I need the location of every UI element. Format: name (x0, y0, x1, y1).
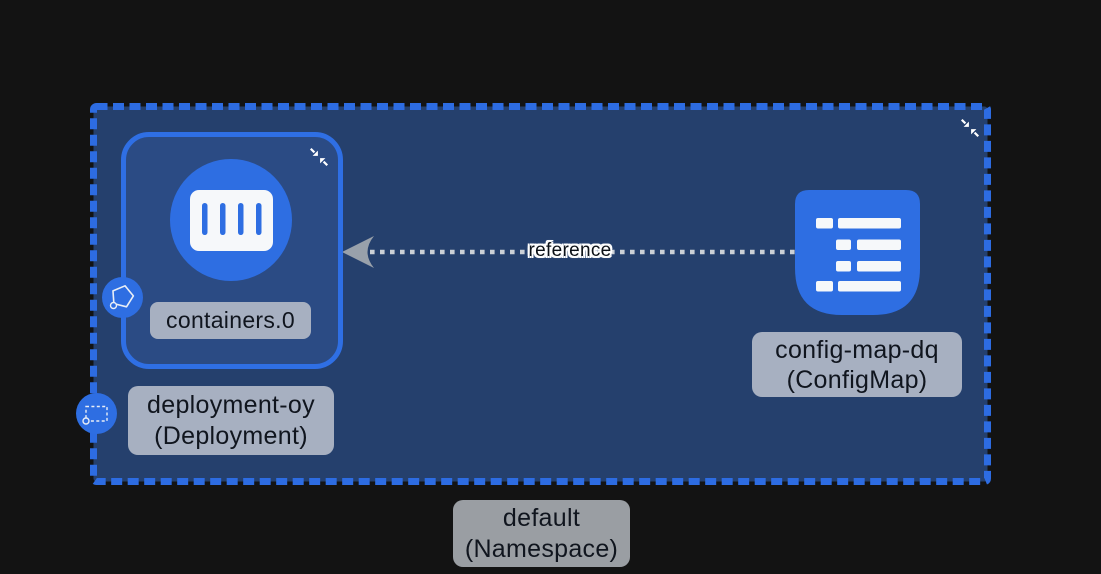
namespace-collapse-icon[interactable] (959, 117, 981, 139)
deployment-kind: (Deployment) (154, 421, 308, 450)
namespace-label[interactable]: default (Namespace) (453, 500, 630, 567)
namespace-kind: (Namespace) (464, 534, 619, 563)
deployment-name: deployment-oy (147, 390, 315, 419)
deployment-dashed-rect-icon (82, 405, 108, 425)
deployment-collapse-icon[interactable] (308, 146, 330, 168)
deployment-label[interactable]: deployment-oy (Deployment) (128, 386, 334, 455)
container-label-text: containers.0 (166, 307, 295, 333)
container-label[interactable]: containers.0 (150, 302, 311, 339)
container-node[interactable] (170, 159, 292, 281)
container-icon (190, 190, 273, 251)
edge-arrowhead-icon (342, 236, 374, 268)
namespace-name: default (502, 503, 581, 532)
deployment-badge[interactable] (76, 393, 117, 434)
reference-edge[interactable] (340, 228, 800, 276)
configmap-list-icon (816, 218, 901, 292)
configmap-node[interactable] (795, 190, 920, 315)
pod-pentagon-icon (109, 285, 135, 310)
configmap-kind: (ConfigMap) (786, 365, 928, 394)
pod-badge[interactable] (102, 277, 143, 318)
edge-label[interactable]: reference (528, 240, 612, 261)
configmap-name: config-map-dq (775, 335, 939, 364)
configmap-label[interactable]: config-map-dq (ConfigMap) (752, 332, 962, 397)
